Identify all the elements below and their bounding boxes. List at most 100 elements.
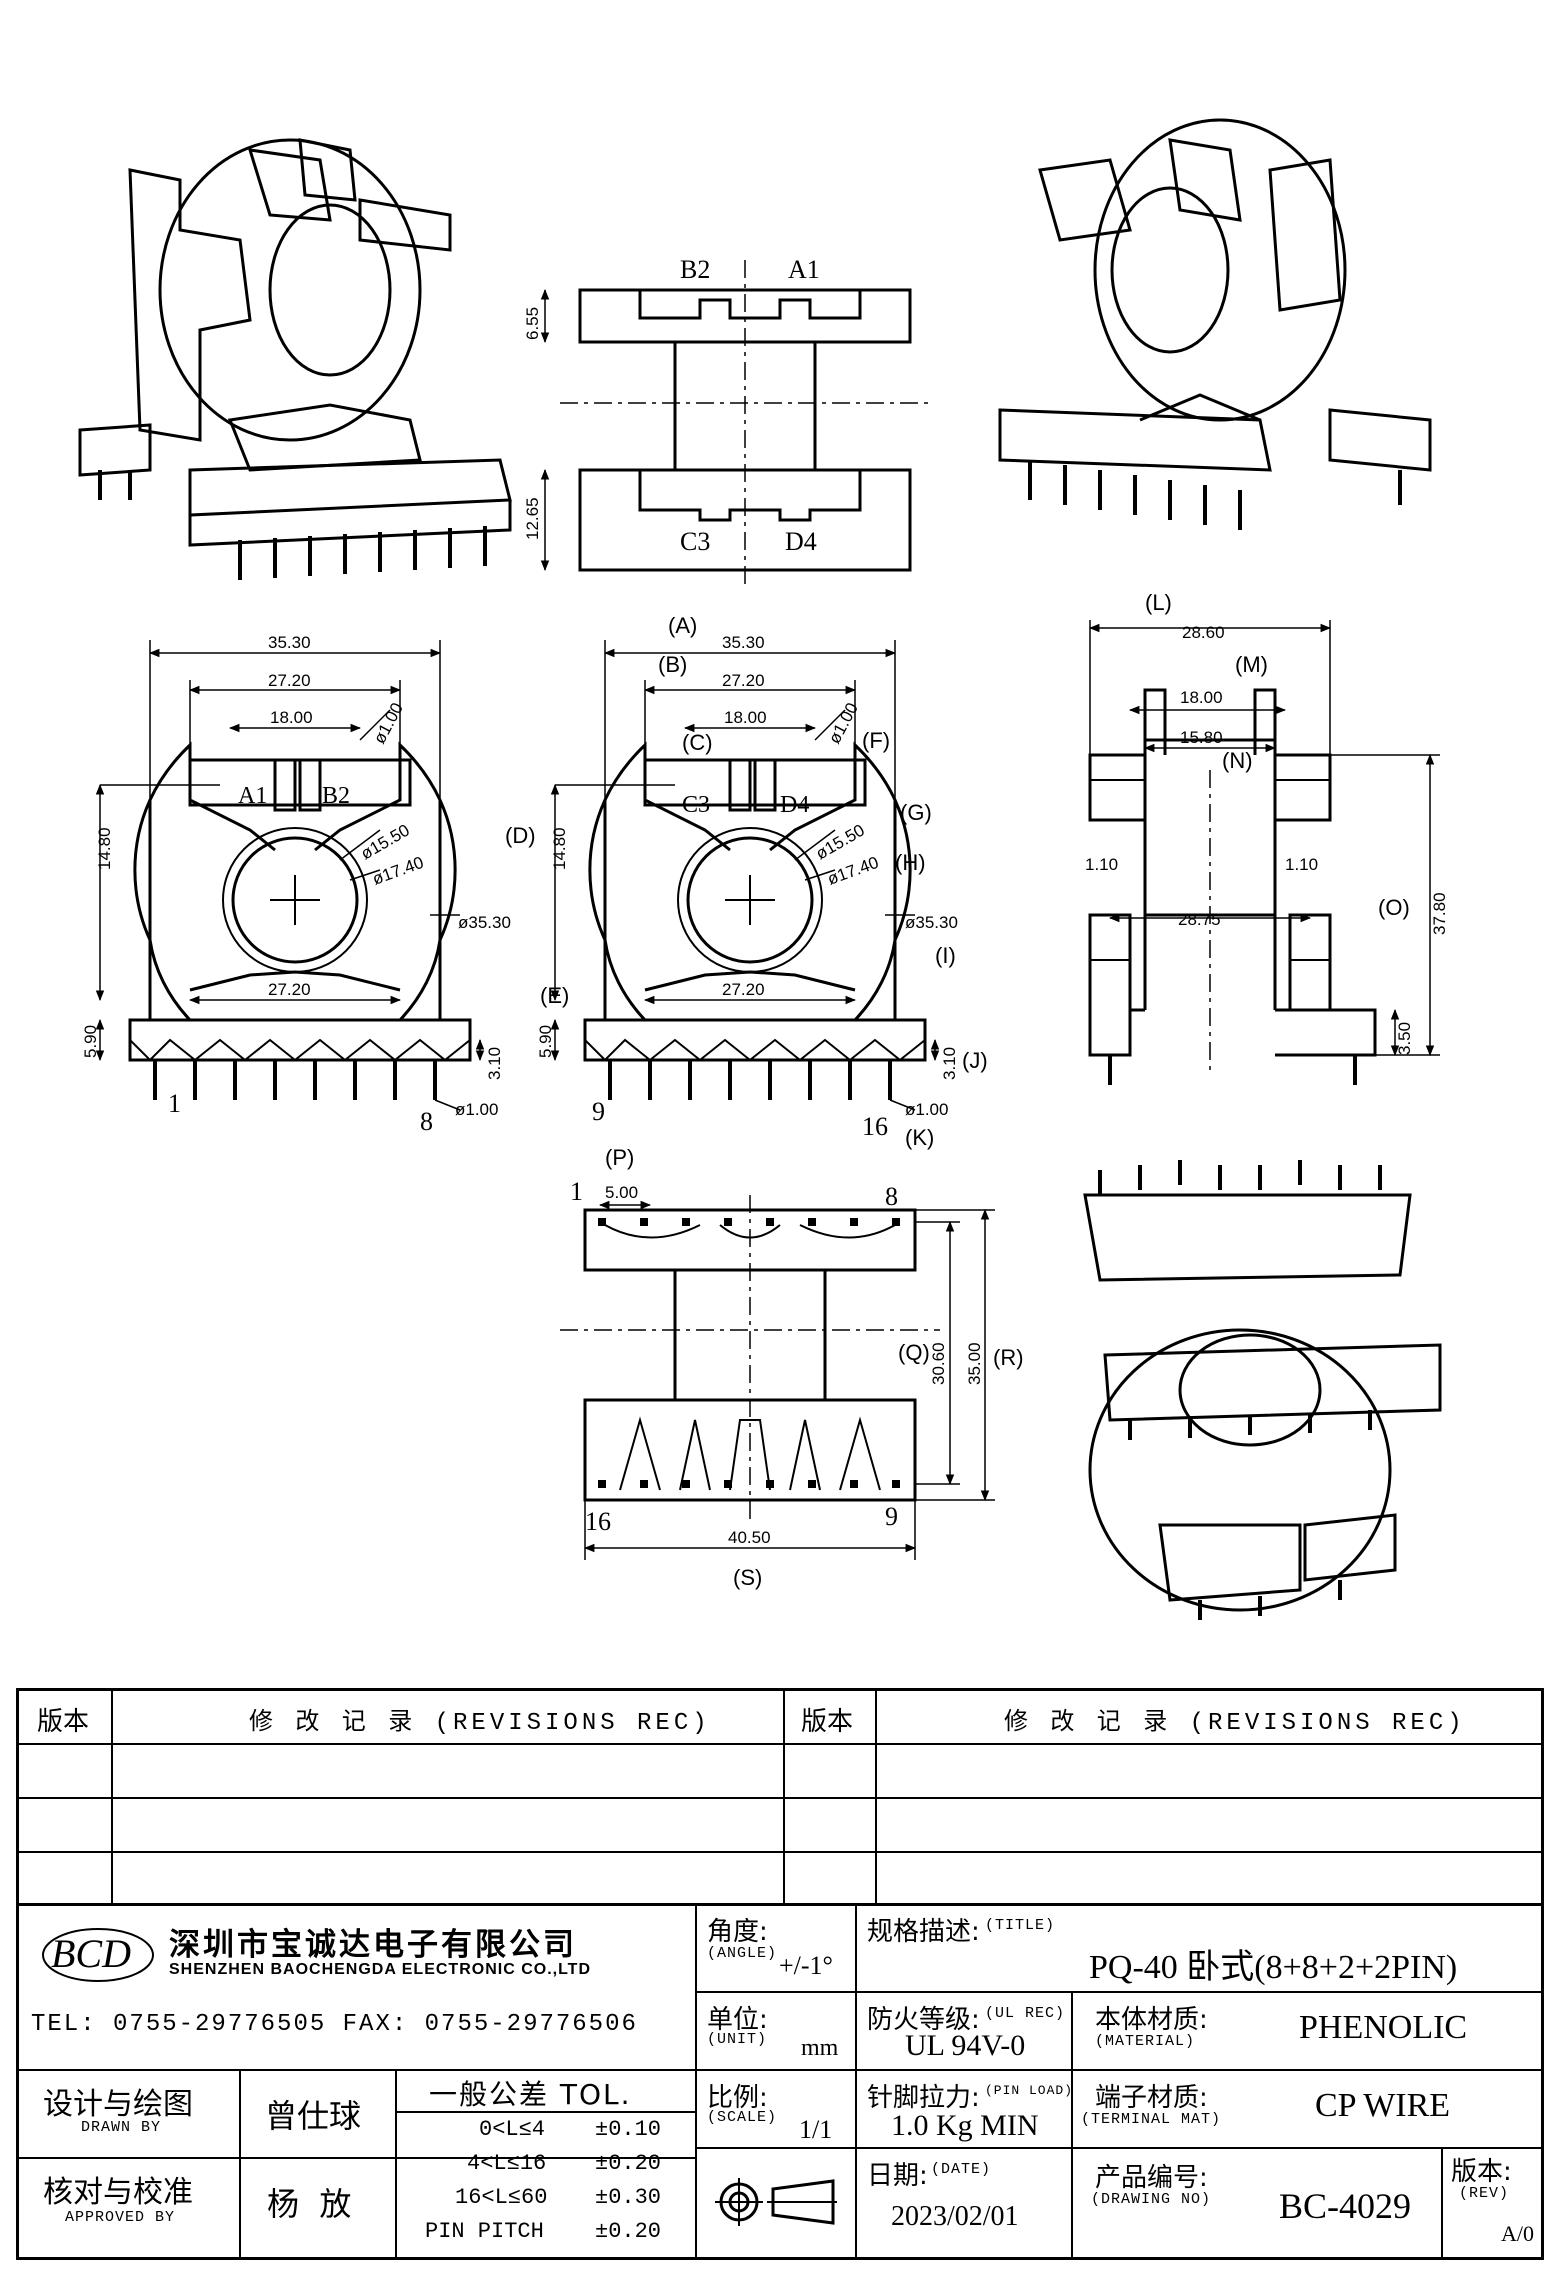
front-view-left — [95, 640, 485, 1111]
pin-label-9: 9 — [592, 1097, 605, 1126]
dim-fr-pin-hole: ø1.00 — [825, 700, 862, 747]
company-phone: TEL: 0755-29776505 FAX: 0755-29776506 — [31, 2011, 638, 2038]
ref-f: (F) — [862, 728, 890, 753]
pinload-value: 1.0 Kg MIN — [891, 2109, 1039, 2142]
terminal-label-en: (TERMINAL MAT) — [1081, 2111, 1222, 2128]
dim-fl-inner-dia: ø15.50 — [358, 821, 413, 864]
rev-value: A/0 — [1501, 2221, 1534, 2246]
angle-value: +/-1° — [779, 1951, 833, 1980]
slot-label-a1: A1 — [238, 783, 267, 809]
pin-label-16: 16 — [862, 1112, 888, 1141]
dim-fl-pin-offset: 3.10 — [485, 1047, 504, 1080]
dim-bottom-height: 12.65 — [523, 497, 542, 540]
tolerance-title: 一般公差 TOL. — [429, 2078, 632, 2111]
company-name-en: SHENZHEN BAOCHENGDA ELECTRONIC CO.,LTD — [169, 1961, 591, 1978]
dim-fr-base-height: 5.90 — [536, 1025, 555, 1058]
company-logo: BCD — [39, 1919, 157, 1987]
corner-pin-8: 8 — [885, 1182, 898, 1211]
dim-bottom-pin-pitch: 5.00 — [605, 1183, 638, 1202]
material-label-en: (MATERIAL) — [1095, 2033, 1196, 2050]
dim-side-wall-left: 1.10 — [1085, 855, 1118, 874]
pin-label-8: 8 — [420, 1107, 433, 1136]
rev-header-text-2: 修 改 记 录 (REVISIONS REC) — [1004, 1710, 1466, 1737]
date-value: 2023/02/01 — [891, 2201, 1019, 2232]
terminal-value: CP WIRE — [1315, 2087, 1451, 2124]
terminal-label: 端子材质: — [1095, 2083, 1208, 2113]
tol-range-1: 0<L≤4 — [479, 2117, 546, 2142]
dim-side-pin-height: 3.50 — [1395, 1022, 1414, 1055]
ref-e: (E) — [540, 983, 569, 1008]
dim-side-height: 37.80 — [1430, 892, 1449, 935]
tol-value-2: ±0.20 — [595, 2151, 662, 2176]
approved-label-en: APPROVED BY — [65, 2209, 176, 2226]
ref-r: (R) — [993, 1345, 1024, 1370]
drawn-value: 曾仕球 — [265, 2097, 362, 2135]
ref-d: (D) — [505, 823, 536, 848]
logo-text: BCD — [51, 1931, 131, 1976]
ref-n: (N) — [1222, 748, 1253, 773]
ref-g: (G) — [900, 800, 932, 825]
drawno-label-en: (DRAWING NO) — [1091, 2191, 1212, 2208]
slot-label-b2: B2 — [322, 783, 350, 809]
dim-side-width-inner: 15.80 — [1180, 728, 1223, 747]
ref-c: (C) — [682, 730, 713, 755]
top-label-d4: D4 — [785, 527, 817, 556]
dim-fl-pin-hole: ø1.00 — [370, 700, 407, 747]
dim-fl-window-width: 27.20 — [268, 671, 311, 690]
dim-fl-flange-dia: ø17.40 — [370, 853, 426, 889]
corner-pin-16: 16 — [585, 1507, 611, 1536]
scale-label: 比例: — [707, 2083, 768, 2113]
drawno-label: 产品编号: — [1095, 2163, 1208, 2193]
top-label-c3: C3 — [680, 527, 710, 556]
projection-symbol-icon — [711, 2167, 841, 2237]
ref-p: (P) — [605, 1145, 634, 1170]
rev-header-left: 版本 — [37, 1707, 90, 1737]
dim-fl-outer-dia: ø35.30 — [458, 913, 511, 932]
material-value: PHENOLIC — [1299, 2009, 1468, 2046]
iso-view-bottom — [1083, 1160, 1442, 1620]
dim-fl-slot-spacing: 18.00 — [270, 708, 313, 727]
ref-q: (Q) — [898, 1340, 930, 1365]
drawn-label-en: DRAWN BY — [81, 2119, 162, 2136]
angle-label-en: (ANGLE) — [707, 1945, 778, 1962]
pinload-label-en: (PIN LOAD) — [985, 2083, 1074, 2098]
unit-label-en: (UNIT) — [707, 2031, 768, 2048]
title-value: PQ-40 卧式(8+8+2+2PIN) — [1089, 1949, 1458, 1986]
ref-l: (L) — [1145, 590, 1172, 615]
dim-fr-outer-dia: ø35.30 — [905, 913, 958, 932]
tol-value-4: ±0.20 — [595, 2219, 662, 2244]
top-label-a1: A1 — [788, 255, 820, 284]
ref-j: (J) — [962, 1048, 988, 1073]
dim-bottom-width: 40.50 — [728, 1528, 771, 1547]
dim-fr-flange-dia: ø17.40 — [825, 853, 881, 889]
drawn-label: 设计与绘图 — [43, 2087, 193, 2122]
iso-view-left — [78, 138, 512, 580]
ref-b: (B) — [658, 652, 687, 677]
scale-label-en: (SCALE) — [707, 2109, 778, 2126]
front-view-right — [550, 640, 940, 1111]
pinload-label: 针脚拉力: — [867, 2083, 980, 2113]
title-label: 规格描述: — [867, 1917, 980, 1947]
ref-k: (K) — [905, 1125, 934, 1150]
dim-side-wall-right: 1.10 — [1285, 855, 1318, 874]
tol-range-4: PIN PITCH — [425, 2219, 544, 2244]
dim-fr-slot-height: 14.80 — [550, 827, 569, 870]
dim-side-width-top: 28.60 — [1182, 623, 1225, 642]
side-view — [1088, 620, 1440, 1085]
iso-view-right — [998, 118, 1432, 530]
date-label: 日期: — [867, 2161, 928, 2191]
dim-fr-pin-offset: 3.10 — [940, 1047, 959, 1080]
date-label-en: (DATE) — [931, 2161, 992, 2178]
rev-header-right: 版本 — [801, 1707, 854, 1737]
material-label: 本体材质: — [1095, 2005, 1208, 2035]
ref-i: (I) — [935, 943, 956, 968]
unit-value: mm — [801, 2035, 839, 2061]
dim-fl-slot-height: 14.80 — [95, 827, 114, 870]
ref-m: (M) — [1235, 652, 1268, 677]
tol-value-3: ±0.30 — [595, 2185, 662, 2210]
dim-fr-slot-spacing: 18.00 — [724, 708, 767, 727]
dim-top-height: 6.55 — [523, 307, 542, 340]
title-block: 版本 修 改 记 录 (REVISIONS REC) 版本 修 改 记 录 (R… — [16, 1688, 1544, 2260]
ref-s: (S) — [733, 1565, 762, 1590]
